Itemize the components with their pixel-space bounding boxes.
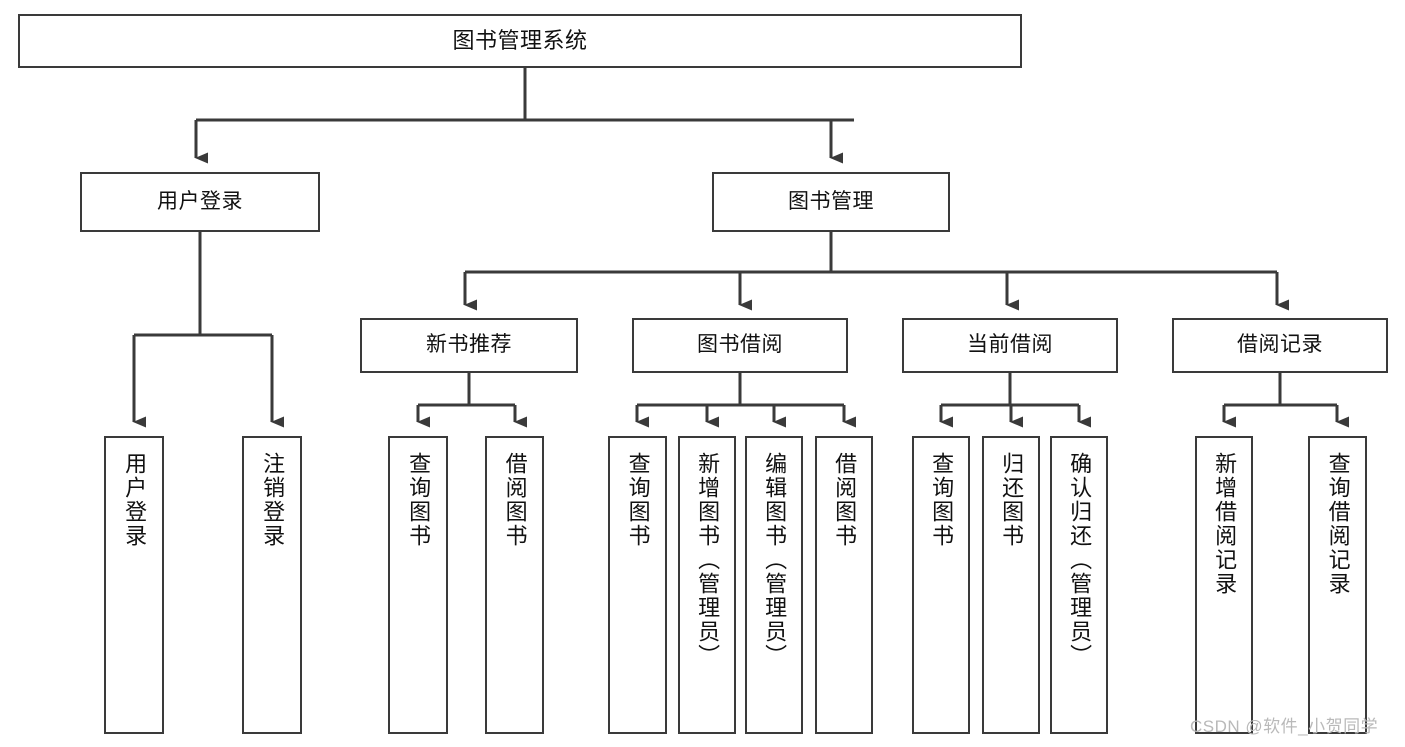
node-new-book-rec[interactable]: 新书推荐 (360, 318, 578, 373)
node-book-manage[interactable]: 图书管理 (712, 172, 950, 232)
node-leaf-query-book-3-label: 查询图书 (929, 452, 955, 548)
node-leaf-query-book-2-label: 查询图书 (625, 452, 651, 548)
node-leaf-user-login-label: 用户登录 (122, 452, 148, 548)
node-leaf-query-book-1-label: 查询图书 (406, 452, 432, 548)
node-borrow-record[interactable]: 借阅记录 (1172, 318, 1388, 373)
node-leaf-user-logout-label: 注销登录 (260, 452, 286, 548)
node-current-borrow[interactable]: 当前借阅 (902, 318, 1118, 373)
node-leaf-return-book[interactable]: 归还图书 (982, 436, 1040, 734)
node-book-manage-label: 图书管理 (788, 189, 874, 213)
node-leaf-edit-book[interactable]: 编辑图书（管理员） (745, 436, 803, 734)
node-leaf-query-book-1[interactable]: 查询图书 (388, 436, 448, 734)
node-leaf-borrow-book-1-label: 借阅图书 (502, 452, 528, 548)
node-leaf-edit-book-label: 编辑图书（管理员） (762, 452, 788, 668)
node-book-borrow[interactable]: 图书借阅 (632, 318, 848, 373)
node-leaf-query-record[interactable]: 查询借阅记录 (1308, 436, 1367, 734)
node-leaf-query-record-label: 查询借阅记录 (1325, 452, 1351, 596)
node-leaf-confirm-return[interactable]: 确认归还（管理员） (1050, 436, 1108, 734)
node-leaf-add-book-label: 新增图书（管理员） (695, 452, 721, 668)
node-leaf-return-book-label: 归还图书 (999, 452, 1025, 548)
node-leaf-user-login[interactable]: 用户登录 (104, 436, 164, 734)
node-book-borrow-label: 图书借阅 (697, 333, 783, 357)
node-new-book-rec-label: 新书推荐 (426, 333, 512, 357)
node-user-login-label: 用户登录 (157, 189, 243, 213)
node-user-login[interactable]: 用户登录 (80, 172, 320, 232)
node-leaf-borrow-book-2-label: 借阅图书 (832, 452, 858, 548)
node-leaf-borrow-book-2[interactable]: 借阅图书 (815, 436, 873, 734)
csdn-watermark: CSDN @软件_小贺同学 (1190, 717, 1379, 736)
node-leaf-add-record-label: 新增借阅记录 (1212, 452, 1238, 596)
node-root[interactable]: 图书管理系统 (18, 14, 1022, 68)
node-root-label: 图书管理系统 (452, 28, 588, 54)
node-leaf-add-book[interactable]: 新增图书（管理员） (678, 436, 736, 734)
node-leaf-confirm-return-label: 确认归还（管理员） (1067, 452, 1093, 668)
node-borrow-record-label: 借阅记录 (1237, 333, 1323, 357)
node-leaf-add-record[interactable]: 新增借阅记录 (1195, 436, 1253, 734)
node-current-borrow-label: 当前借阅 (967, 333, 1053, 357)
node-leaf-query-book-2[interactable]: 查询图书 (608, 436, 667, 734)
node-leaf-user-logout[interactable]: 注销登录 (242, 436, 302, 734)
node-leaf-query-book-3[interactable]: 查询图书 (912, 436, 970, 734)
node-leaf-borrow-book-1[interactable]: 借阅图书 (485, 436, 544, 734)
